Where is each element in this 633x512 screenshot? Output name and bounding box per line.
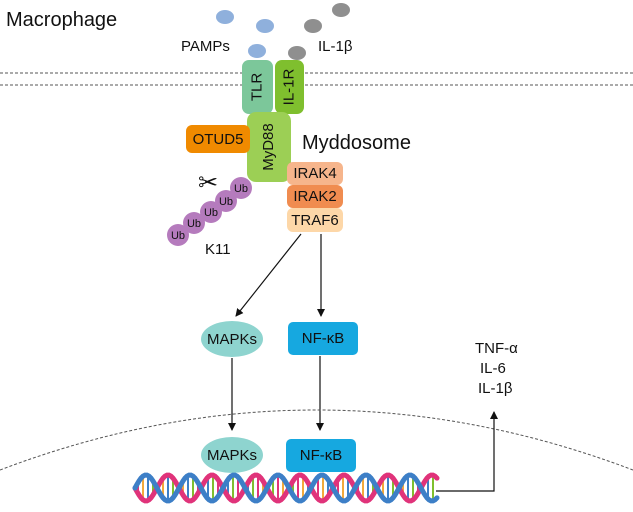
myd88-label: MyD88 [260, 123, 277, 171]
ubiquitin-label: Ub [219, 196, 233, 208]
il1-dots [288, 3, 350, 60]
il1-dot [288, 46, 306, 60]
arrow-traf6-to-mapks [235, 233, 302, 317]
ubiquitin-label: Ub [187, 218, 201, 230]
nfkb-cyto-node [288, 322, 358, 355]
otud5-label: OTUD5 [193, 131, 244, 148]
ubiquitin-bead [215, 190, 237, 212]
il1b-label: IL-1β [318, 38, 353, 55]
mapks-nuclear-node [201, 437, 263, 473]
cytokine-il6: IL-6 [480, 360, 506, 377]
dna-helix [132, 472, 440, 504]
ubiquitin-label: Ub [204, 207, 218, 219]
irak4-box [287, 162, 343, 185]
irak2-label: IRAK2 [293, 188, 336, 205]
dna-strand-b [132, 472, 440, 504]
il1r-receptor [275, 60, 304, 114]
pamp-dots [216, 10, 274, 58]
ubiquitin-bead [167, 224, 189, 246]
tlr-label: TLR [248, 73, 265, 102]
irak4-label: IRAK4 [293, 165, 336, 182]
arrow-cytokine-secretion [436, 411, 498, 492]
dna-strand-a [132, 472, 440, 504]
k11-label: K11 [205, 241, 231, 258]
mapks-cyto-label: MAPKs [207, 331, 257, 348]
il1-dot [332, 3, 350, 17]
pamp-dot [248, 44, 266, 58]
il1r-label: IL-1R [280, 68, 297, 105]
ubiquitin-bead [183, 212, 205, 234]
cytokine-tnfa: TNF-α [475, 340, 518, 357]
pamp-dot [216, 10, 234, 24]
cell-label: Macrophage [6, 9, 117, 31]
scissors-icon: ✂ [198, 169, 218, 196]
ubiquitin-chain: Ub Ub Ub Ub Ub [167, 177, 252, 246]
ubiquitin-label: Ub [234, 183, 248, 195]
mapks-cyto-node [201, 321, 263, 357]
nfkb-cyto-label: NF-κB [302, 330, 345, 347]
nfkb-nuclear-label: NF-κB [300, 447, 343, 464]
irak2-box [287, 185, 343, 208]
tlr-receptor [242, 60, 273, 114]
pamp-dot [256, 19, 274, 33]
ubiquitin-label: Ub [171, 230, 185, 242]
traf6-label: TRAF6 [291, 212, 339, 229]
traf6-box [287, 208, 343, 232]
otud5-box [186, 125, 250, 153]
cytokine-il1b: IL-1β [478, 380, 513, 397]
nfkb-nuclear-node [286, 439, 356, 472]
myd88-box [247, 112, 291, 182]
myddosome-label: Myddosome [302, 132, 411, 154]
ubiquitin-bead [230, 177, 252, 199]
mapks-nuclear-label: MAPKs [207, 447, 257, 464]
il1-dot [304, 19, 322, 33]
pamps-label: PAMPs [181, 38, 230, 55]
